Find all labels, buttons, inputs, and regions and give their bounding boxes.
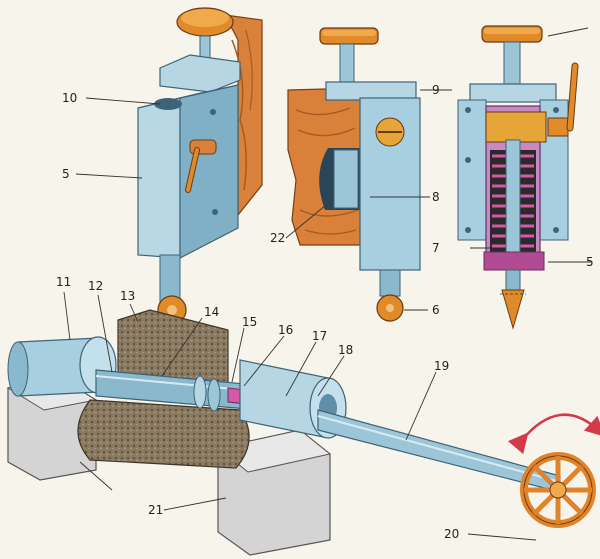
clamp-body <box>137 97 181 259</box>
label-17: 17 <box>312 329 327 343</box>
label-8: 8 <box>432 190 440 204</box>
label-5: 5 <box>62 167 70 181</box>
label-9: 9 <box>432 83 440 97</box>
label-11: 11 <box>56 275 71 289</box>
right-clamp-cross-section <box>457 25 579 330</box>
label-20: 20 <box>444 527 459 541</box>
label-12: 12 <box>88 279 103 293</box>
wood-backing <box>223 14 263 217</box>
label-18: 18 <box>338 343 353 357</box>
left-clamp-assembly <box>137 7 263 325</box>
grinding-assembly <box>6 309 600 556</box>
label-14: 14 <box>204 305 219 319</box>
leader-lines <box>63 27 592 541</box>
label-22: 22 <box>270 231 285 245</box>
label-21: 21 <box>148 503 163 517</box>
abrasive-drum <box>77 399 250 469</box>
handwheel <box>520 452 596 528</box>
label-7: 7 <box>432 241 440 255</box>
rotation-arrow <box>507 413 600 455</box>
middle-clamp-section <box>287 27 421 322</box>
label-13: 13 <box>120 289 135 303</box>
label-19: 19 <box>434 359 449 373</box>
label-16: 16 <box>278 323 293 337</box>
number-labels: 10 5 9 8 7 6 22 11 12 13 14 15 16 17 18 … <box>56 83 594 541</box>
label-6: 6 <box>432 303 440 317</box>
label-5-right: 5 <box>586 255 594 269</box>
label-10: 10 <box>62 91 77 105</box>
label-15: 15 <box>242 315 257 329</box>
